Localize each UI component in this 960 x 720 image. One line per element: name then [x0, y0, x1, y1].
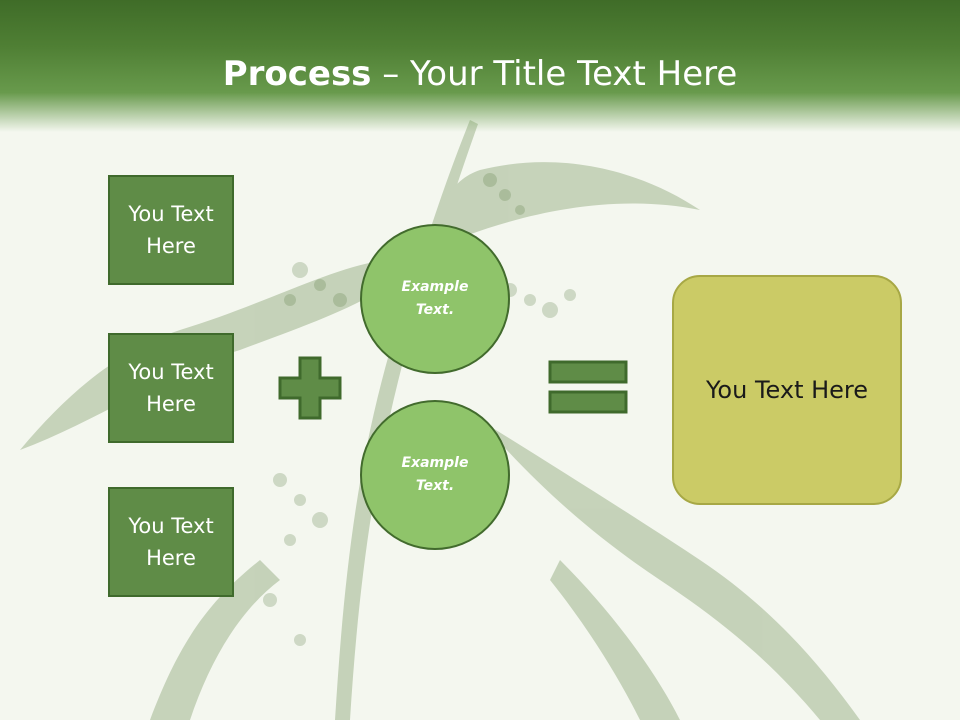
- left-box-3-label: You Text Here: [128, 514, 214, 570]
- equals-icon: [548, 360, 628, 414]
- left-box-2[interactable]: You Text Here: [108, 333, 234, 443]
- result-box-label: You Text Here: [705, 376, 869, 404]
- plus-icon: [278, 356, 342, 420]
- left-box-1[interactable]: You Text Here: [108, 175, 234, 285]
- left-box-2-label: You Text Here: [128, 360, 214, 416]
- example-circle-1-label: Example Text.: [401, 279, 469, 318]
- left-box-1-label: You Text Here: [128, 202, 214, 258]
- example-circle-2[interactable]: Example Text.: [360, 400, 510, 550]
- title-bar: [0, 0, 960, 132]
- result-box[interactable]: You Text Here: [672, 275, 902, 505]
- title-bold: Process: [222, 54, 372, 94]
- title-rest: – Your Title Text Here: [371, 54, 738, 94]
- example-circle-1[interactable]: Example Text.: [360, 224, 510, 374]
- example-circle-2-label: Example Text.: [401, 455, 469, 494]
- left-box-3[interactable]: You Text Here: [108, 487, 234, 597]
- slide-title[interactable]: Process – Your Title Text Here: [0, 52, 960, 96]
